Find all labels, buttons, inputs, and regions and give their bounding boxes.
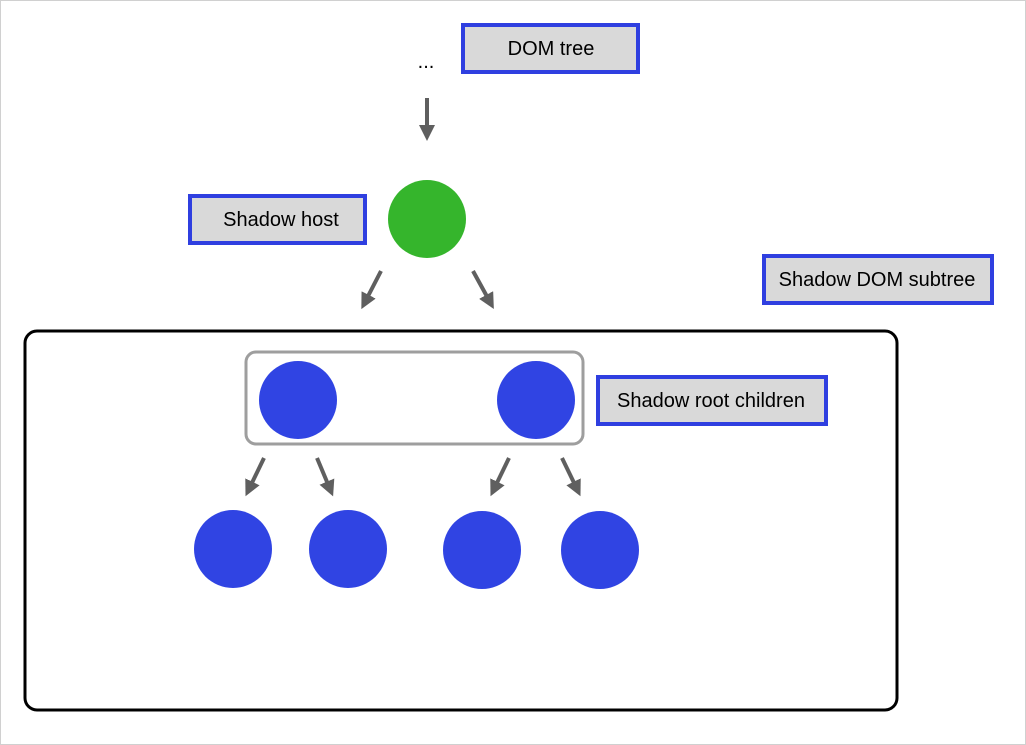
shadow-grandchild-node-1 [194, 510, 272, 588]
shadow-dom-subtree-label: Shadow DOM subtree [762, 254, 994, 305]
shadow-host-label-box [188, 194, 367, 245]
arrow-host-to-right-child [471, 270, 494, 310]
shadow-grandchild-node-3 [443, 511, 521, 589]
dom-tree-ellipsis: ... [418, 51, 435, 73]
shadow-root-children-label-box [596, 375, 828, 426]
shadow-root-children-group [244, 350, 585, 446]
arrow-left-child-to-grandchild-1 [245, 457, 266, 497]
shadow-host-node [388, 180, 466, 258]
arrow-host-to-left-child [361, 270, 383, 310]
dom-tree-label: DOM tree [461, 23, 640, 74]
shadow-root-child-left [259, 361, 337, 439]
dom-tree-label-box [461, 23, 640, 74]
shadow-dom-subtree-label-box [762, 254, 994, 305]
shadow-grandchild-node-2 [309, 510, 387, 588]
shadow-root-children-label-text: Shadow root children [617, 390, 805, 412]
arrow-right-child-to-grandchild-4 [560, 457, 581, 497]
arrow-right-child-to-grandchild-3 [490, 457, 511, 497]
shadow-grandchild-node-4 [561, 511, 639, 589]
shadow-root-child-right [497, 361, 575, 439]
shadow-dom-subtree-label-text: Shadow DOM subtree [779, 269, 976, 291]
arrow-left-child-to-grandchild-2 [315, 457, 335, 497]
dom-tree-label-text: DOM tree [508, 38, 595, 60]
shadow-root-children-label: Shadow root children [596, 375, 828, 426]
shadow-host-label: Shadow host [188, 194, 367, 245]
shadow-host-label-text: Shadow host [223, 209, 339, 231]
shadow-dom-subtree-container [23, 329, 899, 712]
